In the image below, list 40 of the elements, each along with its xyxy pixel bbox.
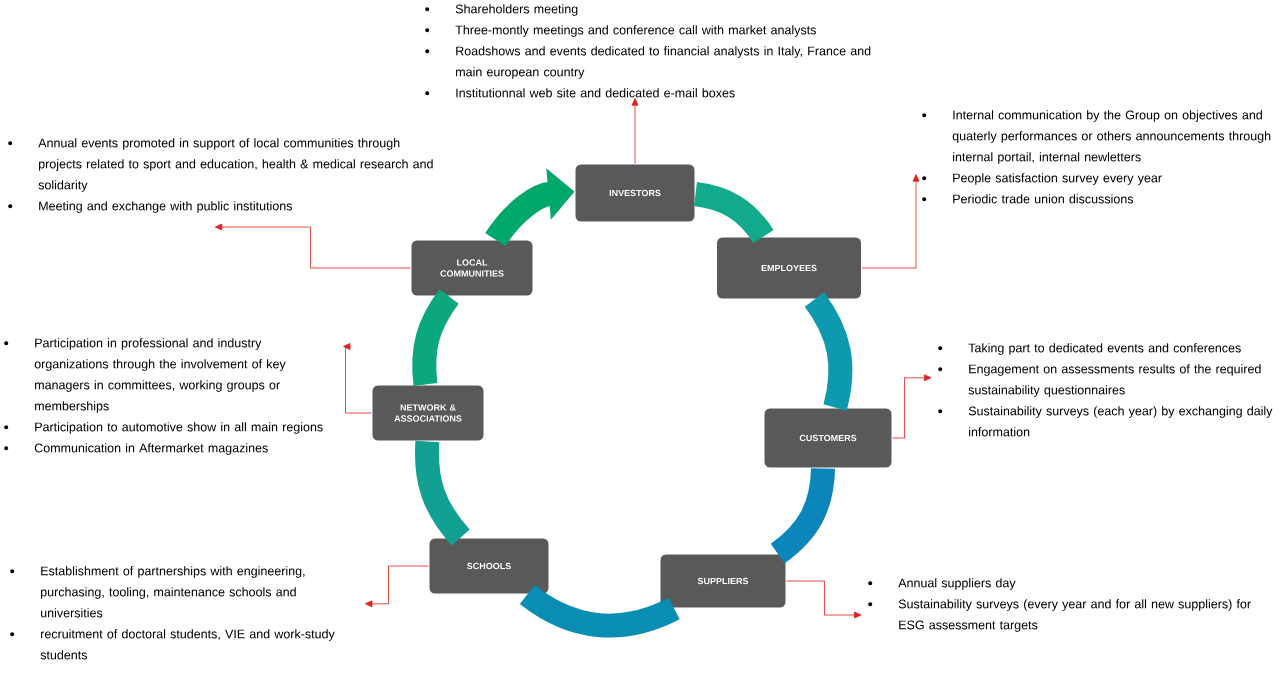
bullet-list: Internal communication by the Group on objectives and quaterly performances or others announcements through internal portail, internal newletters People satisfaction survey every year Periodic trade union discussions bbox=[922, 110, 1271, 204]
stakeholder-box: CUSTOMERS bbox=[763, 407, 893, 469]
bullet-list: Annual suppliers day Sustainability surveys (every year and for all new suppliers) for ESG assessment targets bbox=[868, 578, 1251, 632]
leader-arrow bbox=[343, 343, 372, 414]
node-label: Annual suppliers day bbox=[898, 578, 1016, 590]
stakeholder-box: LOCAL COMMUNITIES bbox=[410, 239, 534, 297]
leader-arrow bbox=[861, 174, 920, 269]
leader-arrow bbox=[365, 565, 429, 608]
node-label: Internal communication by the Group on objectives and quaterly performances or others announcements through internal portail, internal newletters bbox=[952, 110, 1271, 164]
bullet-list: Taking part to dedicated events and conferences Engagement on assessments results of the required sustainability questionnaires Sustainability surveys (each year) by exchanging daily information bbox=[938, 343, 1273, 437]
node-label: Engagement on assessments results of the required sustainability questionnaires bbox=[968, 364, 1261, 397]
node-label: People satisfaction survey every year bbox=[953, 173, 1162, 185]
node-label: Meeting and exchange with public institutions bbox=[39, 201, 293, 213]
node-label: Three-montly meetings and conference call with market analysts bbox=[455, 25, 816, 37]
cycle-band bbox=[693, 182, 774, 244]
stakeholder-box: SCHOOLS bbox=[428, 537, 550, 595]
bullet-list: Participation in professional and industry organizations through the involvement of key managers in committees, working groups or memberships Participation to automotive show in all main regions Communication in Aftermarket magazines bbox=[4, 338, 323, 455]
bullet-list: Establishment of partnerships with engineering, purchasing, tooling, maintenance schools and universities recruitment of doctoral students, VIE and work-study students bbox=[10, 566, 335, 660]
node-label: Periodic trade union discussions bbox=[953, 194, 1134, 204]
node-label: Participation to automotive show in all main regions bbox=[35, 422, 323, 434]
leader-arrow bbox=[892, 374, 932, 439]
bullet-list: Annual events promoted in support of local communities through projects related to sport and education, health & medical research and solidarity Meeting and exchange with public institutions bbox=[8, 138, 433, 213]
node-label: Institutionnal web site and dedicated e-mail boxes bbox=[456, 88, 735, 98]
node-label: Taking part to dedicated events and conferences bbox=[968, 343, 1241, 355]
node-label: Roadshows and events dedicated to financial analysts in Italy, France and main european country bbox=[456, 46, 871, 79]
stakeholder-box: EMPLOYEES bbox=[716, 236, 862, 300]
leader-arrow bbox=[631, 98, 639, 164]
node-label: Communication in Aftermarket magazines bbox=[34, 443, 268, 455]
stakeholder-box: INVESTORS bbox=[574, 163, 696, 223]
stakeholder-box: NETWORK & ASSOCIATIONS bbox=[371, 384, 485, 442]
node-label: Participation in professional and industry organizations through the involvement of key managers in committees, working groups or memberships bbox=[34, 338, 286, 413]
leader-arrow bbox=[214, 223, 411, 269]
leader-arrow bbox=[786, 580, 862, 619]
node-label: Annual events promoted in support of local communities through projects related to sport and education, health & medical research and solidarity bbox=[38, 138, 433, 192]
node-label: recruitment of doctoral students, VIE and work-study students bbox=[40, 629, 335, 660]
node-label: Shareholders meeting bbox=[455, 4, 578, 16]
stakeholder-box: SUPPLIERS bbox=[659, 553, 787, 609]
node-label: Sustainability surveys (each year) by exchanging daily information bbox=[968, 406, 1273, 437]
bullet-list: Shareholders meeting Three-montly meetings and conference call with market analysts Roadshows and events dedicated to financial analysts in Italy, France and main european country Institutionnal web site and dedicated e-mail boxes bbox=[425, 4, 871, 98]
node-label: Sustainability surveys (every year and for all new suppliers) for ESG assessment targets bbox=[898, 599, 1251, 632]
